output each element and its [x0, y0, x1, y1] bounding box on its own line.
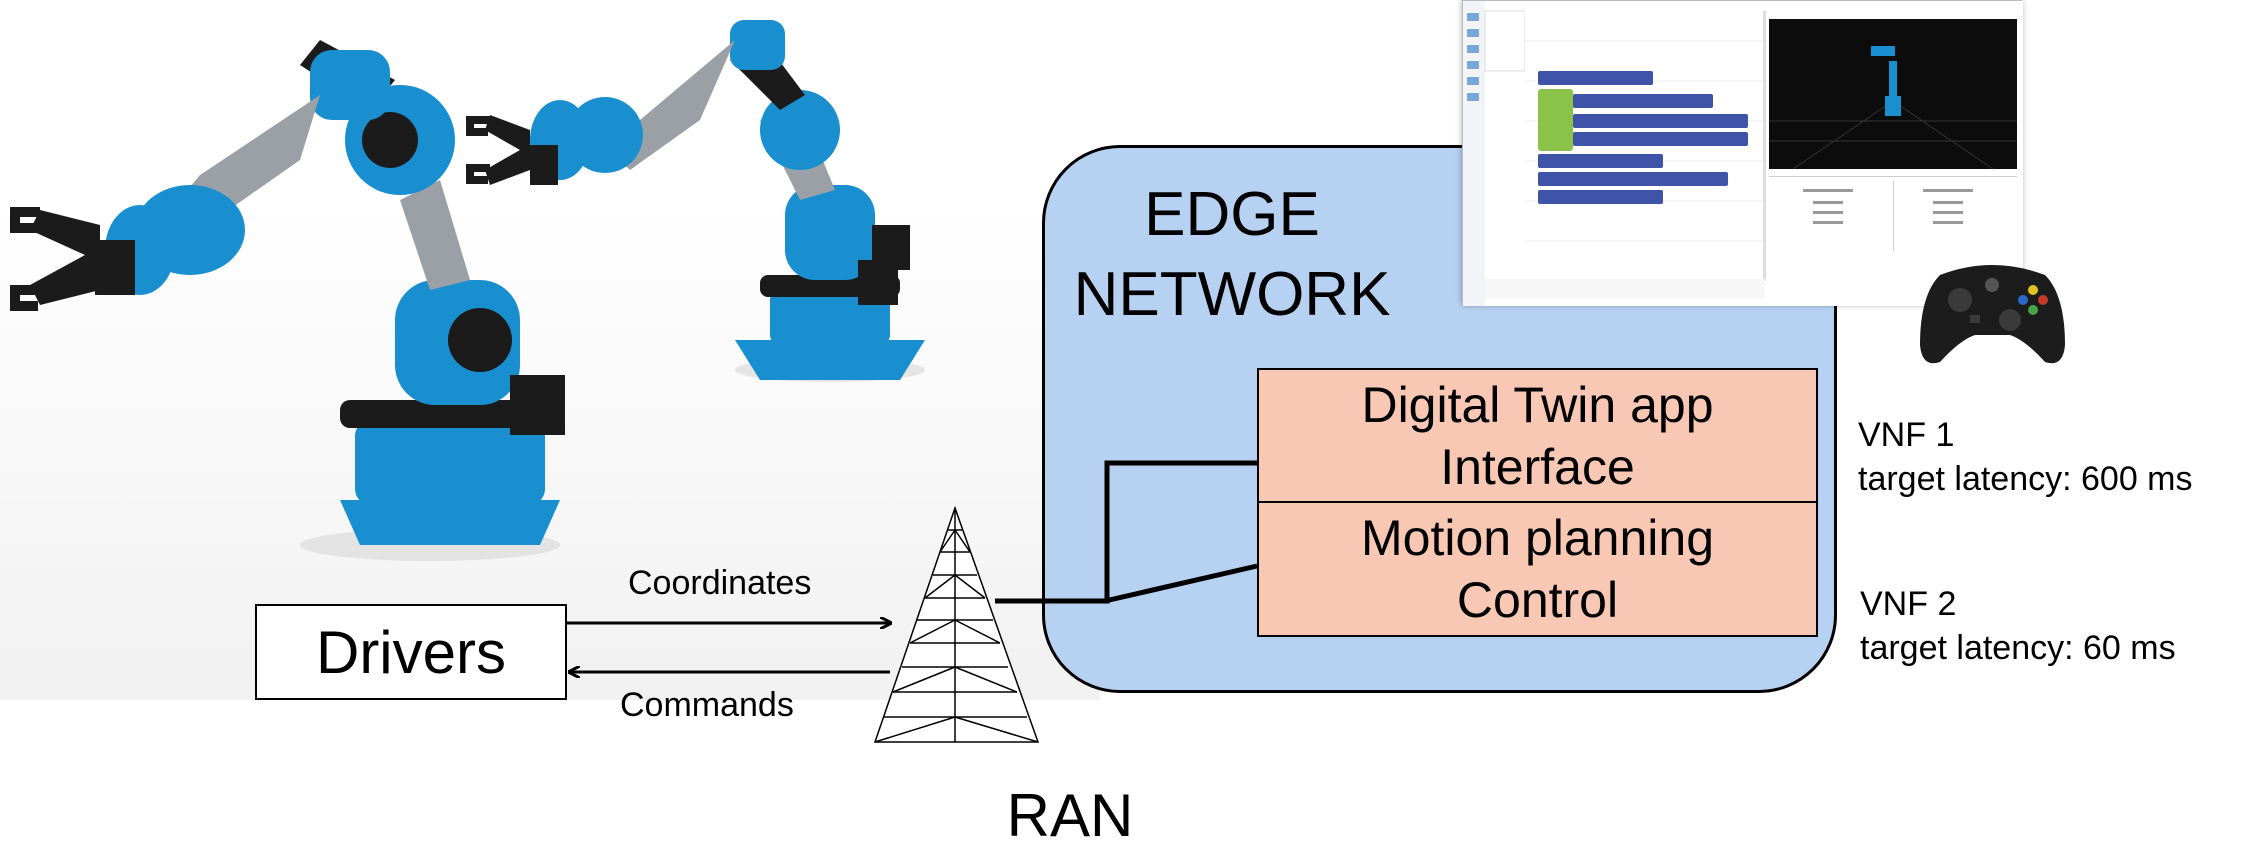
robot-arm-back: [466, 20, 925, 382]
robot-arms-image: [0, 20, 1100, 700]
drivers-box: Drivers: [255, 604, 567, 700]
vnf2-note: VNF 2 target latency: 60 ms: [1860, 585, 2176, 667]
ran-label: RAN: [1006, 782, 1134, 849]
edge-network-title: EDGE NETWORK: [1073, 180, 1391, 329]
robot-arm-front: [10, 40, 565, 561]
coordinates-label: Coordinates: [628, 564, 812, 602]
motion-planning-box: Motion planning Control: [1257, 501, 1818, 637]
blockly-digital-twin-screenshot: [1462, 0, 2023, 306]
commands-label: Commands: [620, 686, 794, 724]
gamepad-icon: [1920, 265, 2065, 364]
digital-twin-box: Digital Twin app Interface: [1257, 368, 1818, 503]
vnf1-note: VNF 1 target latency: 600 ms: [1858, 416, 2193, 498]
